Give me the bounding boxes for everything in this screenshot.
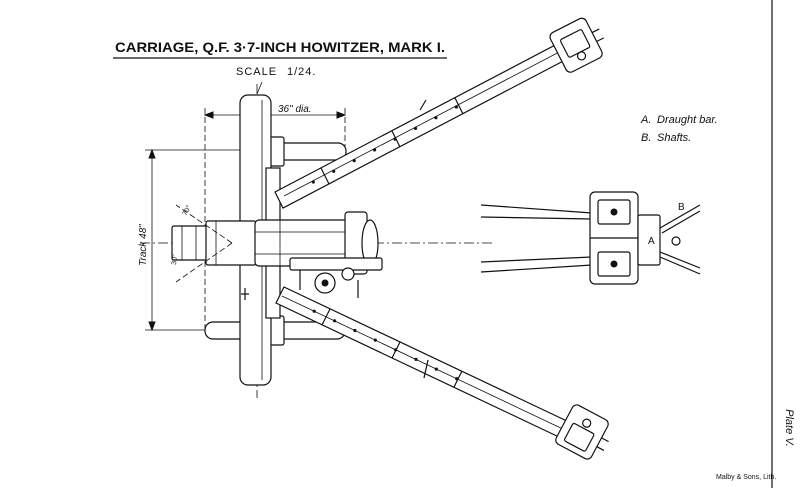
trail-line-3 xyxy=(480,256,593,263)
upper-spade-handle-2 xyxy=(596,37,605,43)
lower-spade-handle-2 xyxy=(596,446,605,451)
rivet xyxy=(353,328,357,333)
rivet xyxy=(373,148,377,152)
legend-a-text: Draught bar. xyxy=(657,114,718,126)
angle-ray-lower xyxy=(175,242,233,283)
rivet xyxy=(413,126,418,130)
detail-label-b: B xyxy=(678,202,685,213)
legend-a-key: A. xyxy=(640,114,651,126)
legend-b-key: B. xyxy=(641,132,651,144)
trail-line-4 xyxy=(480,264,593,273)
track-label: Track 48" xyxy=(138,224,149,266)
rivet xyxy=(312,309,316,313)
trail-rivets xyxy=(311,105,459,381)
spade-pair-pin-bottom xyxy=(610,260,618,268)
spade-pair-pin-top xyxy=(610,208,618,216)
legend-b-text: Shafts. xyxy=(657,132,691,144)
rivet xyxy=(311,180,315,184)
rivet xyxy=(332,169,336,173)
track-dimension-arrow-top xyxy=(148,148,156,159)
shaft-lower-1 xyxy=(659,251,701,269)
shaft-upper-2 xyxy=(661,210,701,234)
track-dimension-arrow-bottom xyxy=(148,321,156,332)
upper-spade-pin xyxy=(576,51,587,61)
rivet xyxy=(434,367,438,371)
lower-spade xyxy=(555,404,609,460)
shaft-lower-2 xyxy=(659,256,701,275)
rivet xyxy=(393,137,397,141)
elevating-bracket xyxy=(289,257,383,271)
upper-spade-handle xyxy=(591,28,600,34)
printer-credit: Malby & Sons, Lith. xyxy=(716,474,776,481)
lower-trail-inner-edge xyxy=(281,295,566,431)
upper-trail-band-1 xyxy=(320,167,330,185)
lower-spade-pin xyxy=(582,418,592,428)
scale-label: SCALE xyxy=(236,66,277,78)
carriage-plan-view: 36" dia. Track 48" xyxy=(138,17,609,460)
draught-bar xyxy=(637,214,661,266)
scale-value: 1/24. xyxy=(287,66,316,78)
rivet xyxy=(414,357,418,361)
upper-spade xyxy=(549,17,605,73)
rivet xyxy=(333,319,337,323)
angle-lower-label: 30° xyxy=(170,254,179,265)
lower-spade-inner xyxy=(563,422,595,452)
upper-trail-band-3 xyxy=(454,97,464,115)
breech-block xyxy=(205,220,257,266)
leader-line xyxy=(256,81,263,95)
detail-label-a: A xyxy=(648,236,655,247)
rivet xyxy=(434,116,438,120)
rivet xyxy=(352,159,356,163)
rivet xyxy=(394,348,398,352)
lower-trail-band-1 xyxy=(321,308,331,326)
rivet xyxy=(373,338,377,342)
page-title: CARRIAGE, Q.F. 3·7-INCH HOWITZER, MARK I… xyxy=(115,39,445,55)
lower-spade-handle xyxy=(601,437,609,443)
shaft-upper-1 xyxy=(659,204,701,229)
shaft-coupling xyxy=(671,236,681,246)
elevating-handwheel-hub xyxy=(321,279,329,287)
upper-trail-handle xyxy=(419,99,427,111)
draught-bar-detail: A B xyxy=(480,191,701,285)
trail-line-1 xyxy=(480,204,593,214)
lower-trail-handle xyxy=(423,359,429,379)
plate-number: Plate V. xyxy=(783,409,795,447)
trail-line-2 xyxy=(480,216,593,220)
upper-trail-inner-edge xyxy=(283,49,564,197)
angle-ray-upper xyxy=(175,204,233,244)
wheel-diameter-label: 36" dia. xyxy=(278,104,312,115)
rivet xyxy=(454,105,458,109)
wheel-dimension-arrow-right xyxy=(336,111,347,119)
rivet xyxy=(455,377,459,381)
wheel-dimension-arrow-left xyxy=(203,111,214,119)
traverse-gear xyxy=(341,267,355,281)
